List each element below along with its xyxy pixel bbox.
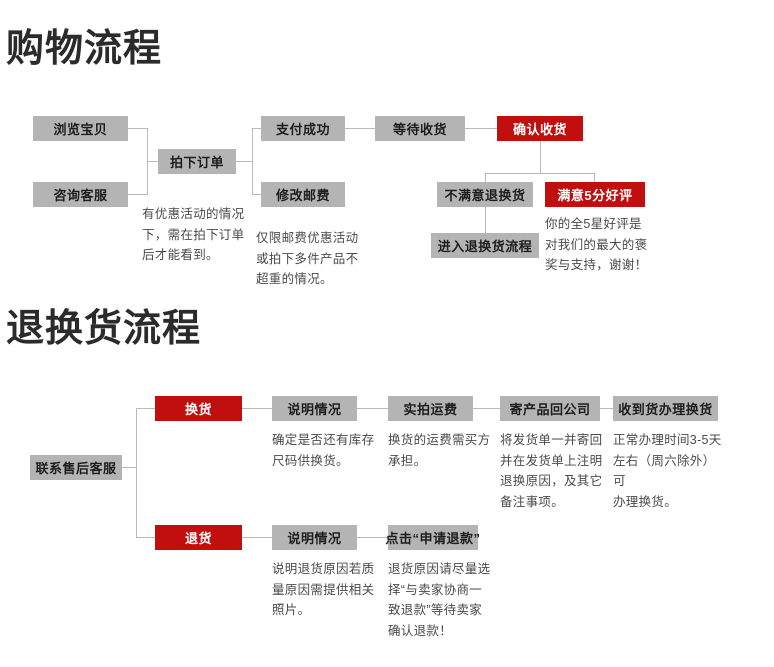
node-real-shipping-fee-label: 实拍运费 — [403, 402, 458, 417]
desc-refund-explain: 说明退货原因若质 量原因需提供相关 照片。 — [272, 562, 375, 618]
node-enter-return-flow-label: 进入退换货流程 — [437, 239, 533, 254]
node-unsatisfied-return[interactable]: 不满意退换货 — [437, 182, 533, 207]
node-place-order-label: 拍下订单 — [169, 155, 224, 170]
node-contact-service-label: 联系售后客服 — [35, 461, 117, 476]
node-exchange-explain-label: 说明情况 — [287, 402, 342, 417]
connector-confirm-split — [485, 173, 595, 174]
node-exchange-explain[interactable]: 说明情况 — [272, 396, 357, 421]
desc-modify-shipping: 仅限邮费优惠活动 或拍下多件产品不 超重的情况。 — [256, 231, 359, 287]
node-send-back[interactable]: 寄产品回公司 — [500, 396, 600, 421]
node-refund-explain[interactable]: 说明情况 — [272, 525, 357, 550]
desc-exchange-explain: 确定是否还有库存 尺码供换货。 — [272, 433, 375, 468]
node-pay-success-label: 支付成功 — [275, 122, 330, 137]
connector-return-branch-vertical — [136, 408, 137, 538]
node-enter-return-flow[interactable]: 进入退换货流程 — [431, 233, 539, 258]
node-modify-shipping-label: 修改邮费 — [275, 188, 330, 203]
node-place-order[interactable]: 拍下订单 — [158, 149, 236, 174]
connector-fee-to-sendback — [473, 408, 500, 409]
node-satisfied-review-label: 满意5分好评 — [557, 188, 633, 203]
connector-branch-to-refund — [136, 537, 155, 538]
connector-branch-to-modify-shipping — [252, 194, 262, 195]
node-browse[interactable]: 浏览宝贝 — [33, 116, 128, 141]
connector-unsatisfied-to-enter-flow — [485, 206, 486, 233]
desc-real-shipping-fee: 换货的运费需买方 承担。 — [388, 433, 491, 468]
connector-refund-explain-to-apply — [357, 537, 388, 538]
node-unsatisfied-return-label: 不满意退换货 — [444, 188, 526, 203]
node-received-process[interactable]: 收到货办理换货 — [613, 396, 718, 421]
connector-right-branch-vertical — [252, 128, 253, 195]
node-send-back-label: 寄产品回公司 — [509, 402, 591, 417]
connector-exchange-to-explain — [242, 408, 272, 409]
node-pay-success[interactable]: 支付成功 — [261, 116, 345, 141]
connector-split-to-satisfied — [594, 173, 595, 182]
connector-await-to-confirm — [465, 128, 497, 129]
connector-contact-to-branch — [122, 467, 137, 468]
desc-apply-refund: 退货原因请尽量选 择“与卖家协商一 致退款”等待卖家 确认退款！ — [388, 562, 491, 638]
connector-branch-to-exchange — [136, 408, 155, 409]
node-confirm-receipt[interactable]: 确认收货 — [497, 116, 583, 141]
node-received-process-label: 收到货办理换货 — [618, 402, 713, 417]
node-modify-shipping[interactable]: 修改邮费 — [261, 182, 345, 207]
connector-consult-to-branch — [128, 194, 148, 195]
node-apply-refund-label: 点击“申请退款” — [385, 531, 481, 546]
connector-browse-to-branch — [128, 128, 148, 129]
node-consult[interactable]: 咨询客服 — [33, 182, 128, 207]
node-browse-label: 浏览宝贝 — [53, 122, 108, 137]
connector-branch-to-pay-success — [252, 128, 262, 129]
node-exchange[interactable]: 换货 — [155, 396, 242, 421]
node-exchange-label: 换货 — [184, 402, 212, 417]
connector-branch-to-place-order — [147, 161, 159, 162]
node-apply-refund[interactable]: 点击“申请退款” — [385, 525, 481, 550]
desc-place-order: 有优惠活动的情况 下，需在拍下订单 后才能看到。 — [142, 207, 245, 263]
connector-pay-success-to-await — [345, 128, 375, 129]
desc-satisfied-review: 你的全5星好评是 对我们的最大的褒 奖与支持，谢谢！ — [545, 217, 648, 273]
connector-split-to-unsatisfied — [485, 173, 486, 182]
connector-confirm-down — [540, 140, 541, 174]
node-refund-explain-label: 说明情况 — [287, 531, 342, 546]
node-consult-label: 咨询客服 — [53, 188, 108, 203]
node-refund-label: 退货 — [184, 531, 212, 546]
desc-received-process: 正常办理时间3-5天 左右（周六除外）可 办理换货。 — [613, 433, 722, 509]
node-satisfied-review[interactable]: 满意5分好评 — [545, 182, 645, 207]
section-title-return: 退换货流程 — [6, 308, 202, 350]
node-contact-service[interactable]: 联系售后客服 — [30, 455, 122, 480]
connector-explain-to-fee — [357, 408, 388, 409]
node-confirm-receipt-label: 确认收货 — [512, 122, 567, 137]
node-refund[interactable]: 退货 — [155, 525, 242, 550]
node-await-receipt[interactable]: 等待收货 — [375, 116, 465, 141]
section-title-shopping: 购物流程 — [6, 28, 163, 70]
desc-send-back: 将发货单一并寄回 并在发货单上注明 退换原因，及其它 备注事项。 — [500, 433, 603, 509]
connector-place-order-to-branch — [235, 161, 253, 162]
node-await-receipt-label: 等待收货 — [392, 122, 447, 137]
connector-sendback-to-received — [600, 408, 613, 409]
connector-refund-to-explain — [242, 537, 272, 538]
node-real-shipping-fee[interactable]: 实拍运费 — [388, 396, 473, 421]
